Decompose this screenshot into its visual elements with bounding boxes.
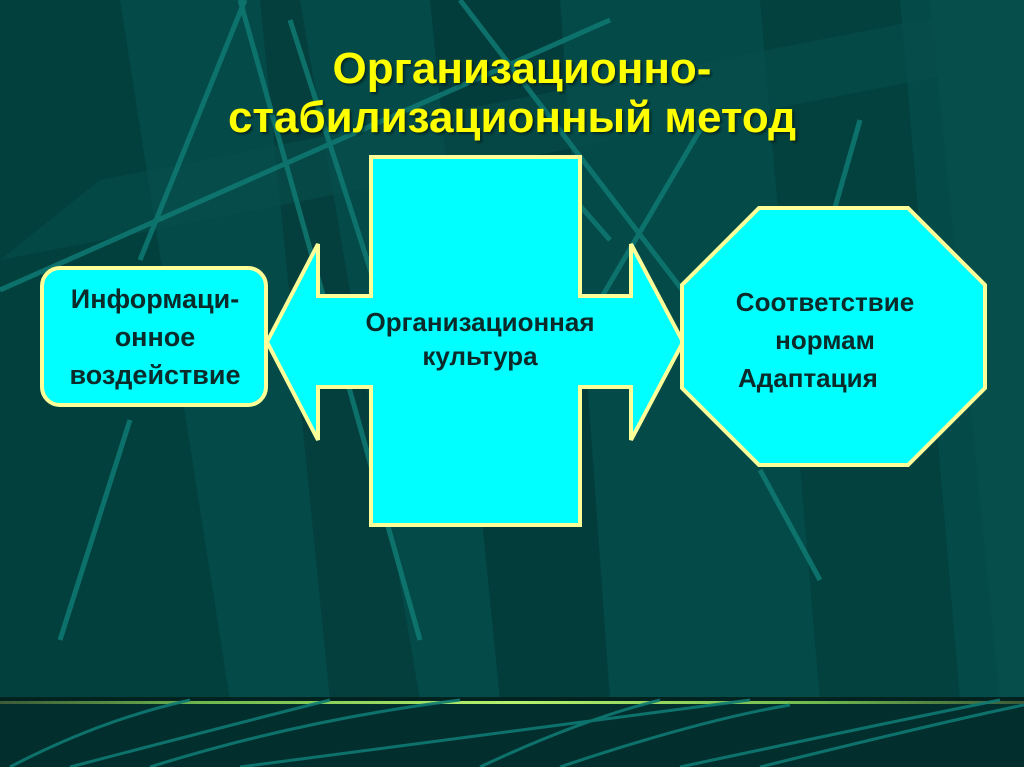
left-box-label: Информаци- онное воздействие [42,280,268,394]
center-cross-arrow-shape [264,155,686,527]
slide-title: Организационно- стабилизационный метод [0,44,1024,142]
left-box-line: онное [114,322,196,352]
right-octagon-shape [680,206,987,467]
right-octagon-label: Соответствие нормам Адаптация [690,283,960,397]
left-box-line: Информаци- [70,284,240,314]
right-octagon-line: Соответствие [735,287,915,317]
center-shape-line: Организационная [365,307,595,337]
title-line-1: Организационно- [332,44,712,93]
right-octagon-line: нормам [775,325,875,355]
title-line-2: стабилизационный метод [227,93,797,142]
left-box-line: воздействие [69,360,241,390]
left-box-shape [40,266,268,407]
footer-divider-line [0,701,1024,704]
right-octagon-line: Адаптация [738,363,878,393]
center-shape-label: Организационная культура [300,305,660,373]
center-shape-line: культура [422,341,538,371]
